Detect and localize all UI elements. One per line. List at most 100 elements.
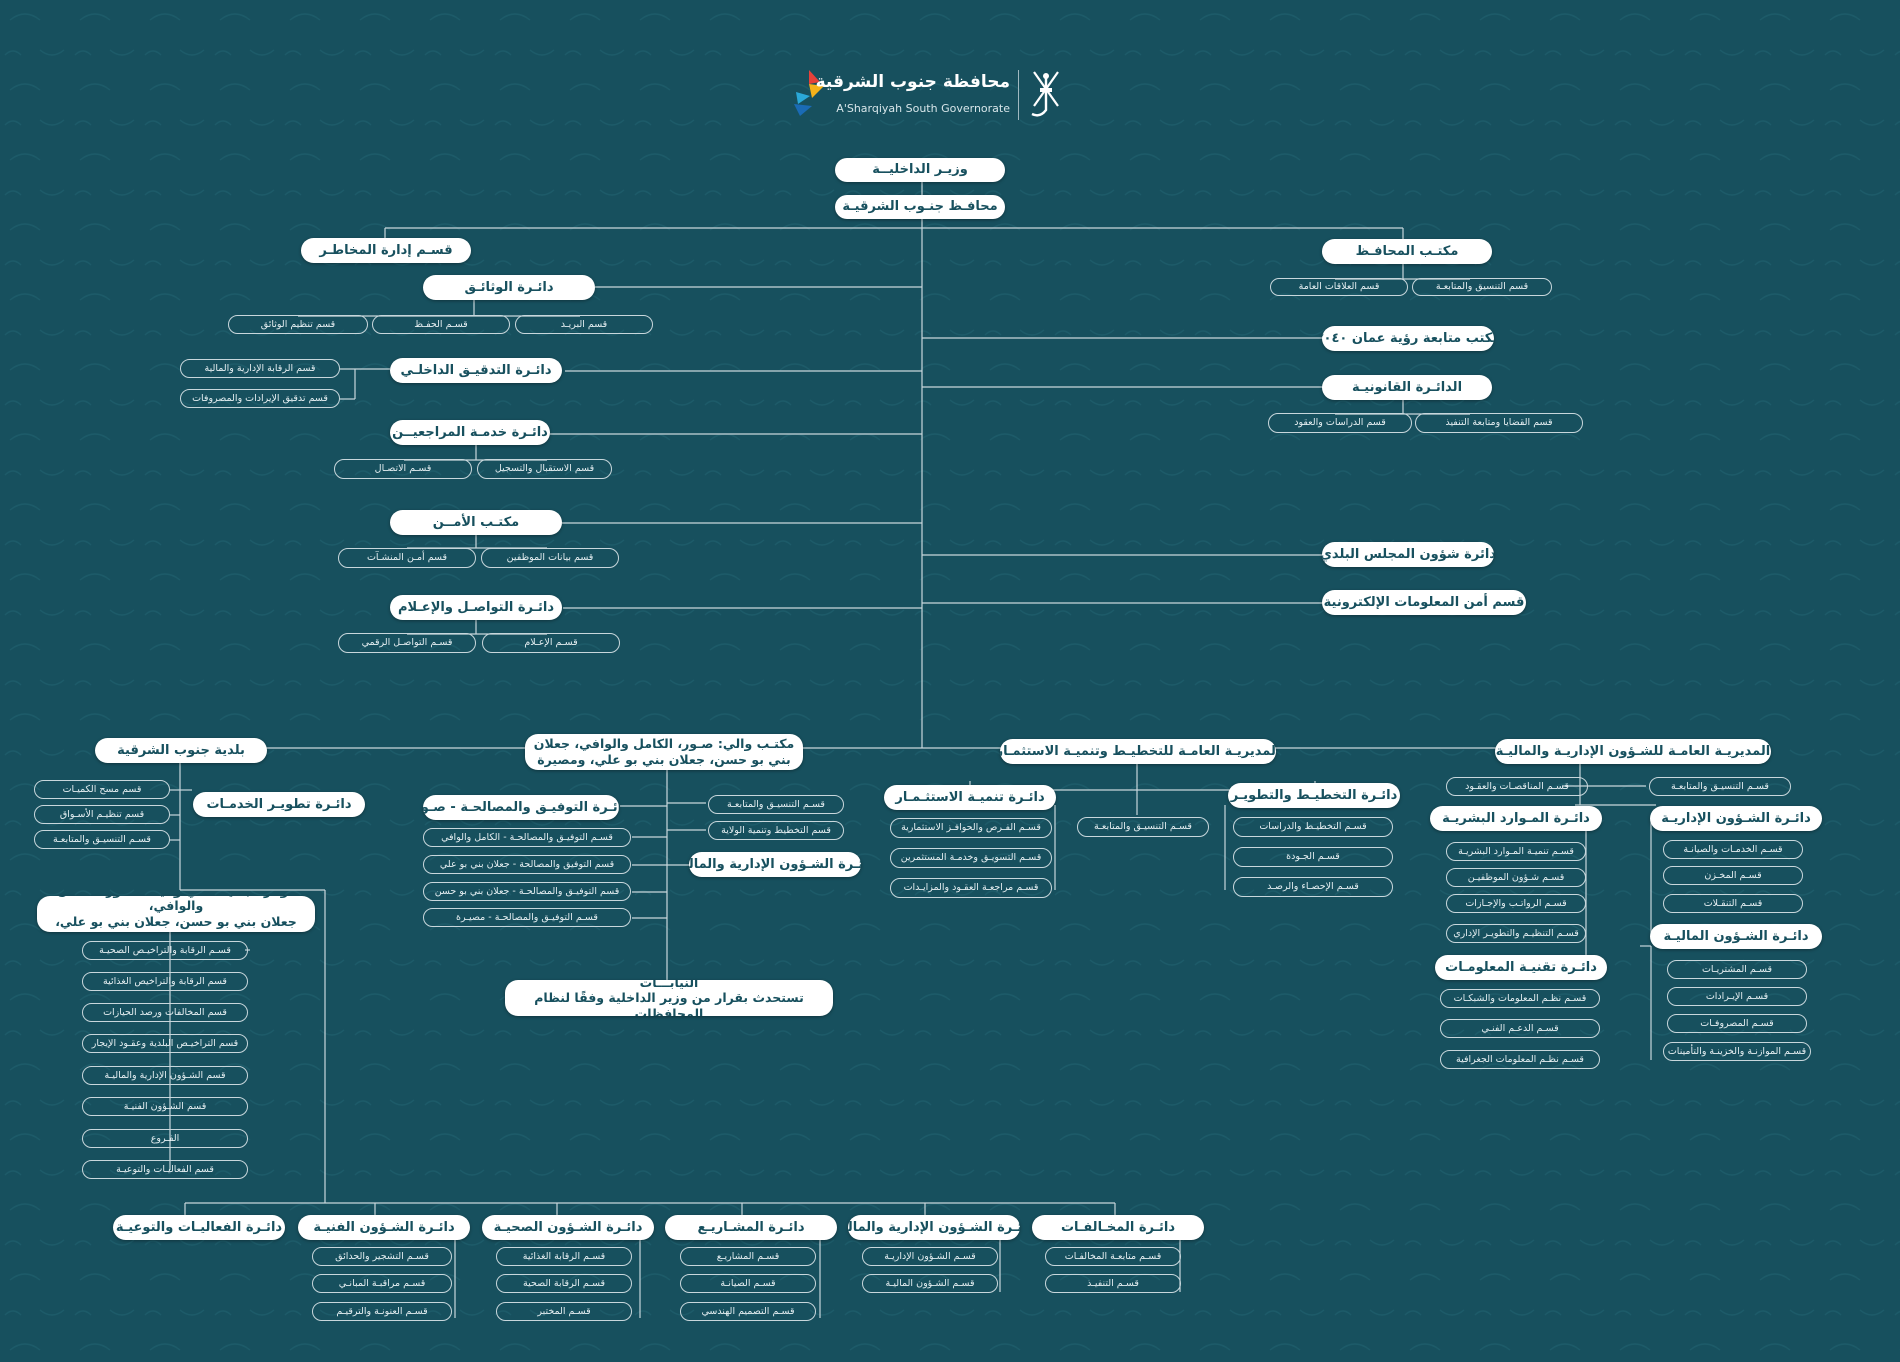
events-box: دائـرة الفعاليـات والتوعيـة <box>113 1215 285 1240</box>
media-sub-2: قسـم التواصـل الرقمي <box>338 633 476 653</box>
reconcile-sub-1: قسـم التوفيـق والمصالحـة - الكامل والواف… <box>423 828 631 847</box>
reconcile-sub-4: قسـم التوفيـق والمصالحـة - مصيـرة <box>423 908 631 927</box>
wilayat-sub-5: قسم الشـؤون الإدارية والماليـة <box>82 1066 248 1085</box>
security-sub-1: قسم بيانات الموظفين <box>481 548 619 568</box>
wali-sub-2: قسم التخطيط وتنمية الولاية <box>708 821 844 840</box>
projects-sub-2: قسـم الصيانـة <box>680 1274 816 1293</box>
finance-sub-2: قسـم الإيـرادات <box>1667 987 1807 1006</box>
technical-sub-2: قسـم مراقبـة المبانـي <box>312 1274 452 1293</box>
customer-sub-2: قسـم الاتصـال <box>334 459 472 479</box>
deputies-line-2: تستحدث بقرار من وزير الداخلية وفقًا لنظا… <box>534 990 804 1016</box>
wali-admin-fin-box: دائـرة الشـؤون الإدارية والمالية <box>689 852 861 877</box>
wilayat-line-2: جعلان بني بو حسن، جعلان بني بو علي، ومصي… <box>55 914 297 932</box>
wali-line-1: مكتـب والي: صـور، الكامل والوافي، جعلان <box>533 736 795 752</box>
health-sub-2: قسـم الرقابة الصحية <box>496 1274 632 1293</box>
planning-directorate-box: المديريـة العامـة للتخطيـط وتنميـة الاست… <box>1000 739 1276 764</box>
audit-box: دائـرة التدقيـق الداخلـي <box>390 358 562 383</box>
security-box: مكتـب الأمــن <box>390 510 562 535</box>
wilayat-sub-2: قسم الرقابة والتراخيص الغذائية <box>82 972 248 991</box>
security-sub-2: قسم أمـن المنشـآت <box>338 548 476 568</box>
planning-coord-sub: قسـم التنسيـق والمتابعـة <box>1077 817 1209 837</box>
it-sub-2: قسـم الدعـم الفنـي <box>1440 1019 1600 1038</box>
wilayat-sub-3: قسم المخالفات ورصد الحيازات <box>82 1003 248 1022</box>
violations-sub-1: قسـم متابعـة المخالفـات <box>1045 1247 1181 1266</box>
legal-sub-1: قسم القضايا ومتابعة التنفيذ <box>1415 413 1583 433</box>
investment-sub-2: قسـم التسويـق وخدمـة المستثمرين <box>890 848 1052 868</box>
investment-sub-3: قسـم مراجعـة العقـود والمزايـدات <box>890 878 1052 898</box>
oman-khanjar-emblem-icon <box>1031 71 1059 117</box>
planning-dept-box: دائـرة التخطيـط والتطويـر <box>1228 783 1400 808</box>
admin-affairs-sub-3: قسـم التنقـلات <box>1663 894 1803 913</box>
customer-sub-1: قسم الاستقبال والتسجيل <box>477 459 612 479</box>
wali-line-2: بني بو حسن، جعلان بني بو علي، ومصيرة <box>537 752 791 767</box>
admin-affairs-sub-1: قسـم الخدمـات والصيانـة <box>1663 840 1803 859</box>
finance-sub-4: قسـم الموازنـة والخزينـة والتأمينات <box>1663 1042 1811 1061</box>
governor-office-sub-1: قسم التنسيق والمتابعـة <box>1412 278 1552 296</box>
wilayat-sub-1: قسـم الرقابة والتراخيـص الصحيـة <box>82 941 248 960</box>
audit-sub-2: قسم تدقيق الإيرادات والمصروفات <box>180 389 340 408</box>
violations-sub-2: قسـم التنفيـذ <box>1045 1274 1181 1293</box>
wilayat-sub-4: قسم التراخيـص البلدية وعقـود الإيجار <box>82 1034 248 1053</box>
bottom-admin-fin-sub-2: قسـم الشـؤون الماليـة <box>862 1274 998 1293</box>
health-box: دائـرة الشـؤون الصحيـة <box>482 1215 654 1240</box>
header-logo: محافظة جنوب الشرقية A'Sharqiyah South Go… <box>790 62 1070 132</box>
health-sub-1: قسـم الرقابة الغذائية <box>496 1247 632 1266</box>
projects-sub-3: قسـم التصميم الهندسي <box>680 1302 816 1321</box>
municipality-box: بلدية جنوب الشرقية <box>95 738 267 763</box>
planning-sub-2: قسـم الجـودة <box>1233 847 1393 867</box>
violations-box: دائـرة المخـالفـات <box>1032 1215 1204 1240</box>
hr-sub-3: قسـم الرواتـب والإجـازات <box>1446 894 1586 913</box>
hr-sub-1: قسـم تنميـة المـوارد البشريـة <box>1446 842 1586 861</box>
projects-sub-1: قسـم المشاريـع <box>680 1247 816 1266</box>
it-sub-1: قسـم نظـم المعلومات والشبكـات <box>1440 989 1600 1008</box>
municipal-council-box: دائرة شؤون المجلس البلدي <box>1322 542 1494 567</box>
wilayat-sub-8: قسم الفعاليـات والتوعيـة <box>82 1160 248 1179</box>
deputies-line-1: النيابـــات <box>639 980 699 990</box>
admin-affairs-box: دائـرة الشـؤون الإداريـة <box>1650 806 1822 831</box>
health-sub-3: قسـم المختبر <box>496 1302 632 1321</box>
investment-sub-1: قسـم الفـرص والحوافـز الاستثمارية <box>890 818 1052 838</box>
hr-sub-4: قسـم التنظيـم والتطويـر الإداري <box>1446 924 1586 943</box>
hr-sub-2: قسـم شـؤون الموظفيـن <box>1446 868 1586 887</box>
technical-sub-3: قسـم العنونـة والترقيـم <box>312 1302 452 1321</box>
wali-office-box: مكتـب والي: صـور، الكامل والوافي، جعلان … <box>525 734 803 770</box>
minister-box: وزيـر الداخليــة <box>835 158 1005 182</box>
header-title-ar: محافظة جنوب الشرقية <box>815 72 1010 92</box>
technical-sub-1: قسـم التشجير والحدائق <box>312 1247 452 1266</box>
vision-office-box: مكتب متابعة رؤية عمان ٢٠٤٠ <box>1322 326 1494 351</box>
municipality-sub-1: قسم مسح الكميـات <box>34 780 170 799</box>
wilayat-sub-7: الفـروع <box>82 1129 248 1148</box>
it-sub-3: قسـم نظـم المعلومات الجغرافية <box>1440 1050 1600 1069</box>
documents-sub-2: قسـم الحفـظ <box>372 315 510 334</box>
documents-box: دائـرة الوثائـق <box>423 275 595 300</box>
planning-sub-3: قسـم الإحصـاء والرصـد <box>1233 877 1393 897</box>
documents-sub-3: قسم تنظيم الوثائق <box>228 315 368 334</box>
bottom-admin-fin-box: دائـرة الشـؤون الإدارية والمالية <box>848 1215 1020 1240</box>
hr-box: دائـرة المـوارد البشريـة <box>1430 806 1602 831</box>
header-divider <box>1018 70 1019 120</box>
projects-box: دائـرة المشـاريـع <box>665 1215 837 1240</box>
wilayat-municipalities-box: دوائر البلديات في ولايات: صور، الكامل وا… <box>37 896 315 932</box>
documents-sub-1: قسم البريـد <box>515 315 653 334</box>
reconcile-sub-2: قسم التوفيق والمصالحة - جعلان بني بو علي <box>423 855 631 874</box>
investment-box: دائـرة تنميـة الاستثـمـار <box>884 785 1056 810</box>
audit-sub-1: قسم الرقابة الإدارية والمالية <box>180 359 340 378</box>
services-box: دائـرة تطويـر الخدمـات <box>193 792 365 817</box>
admin-affairs-sub-2: قسـم المخـزن <box>1663 866 1803 885</box>
risk-box: قسـم إدارة المخاطـر <box>301 238 471 263</box>
finance-sub-3: قسـم المصروفـات <box>1667 1014 1807 1033</box>
reconcile-sub-3: قسم التوفيـق والمصالحـة - جعلان بني بو ح… <box>423 882 631 901</box>
it-box: دائـرة تقنيـة المعلومـات <box>1435 955 1607 980</box>
governor-box: محافـظ جنـوب الشرقيـة <box>835 195 1005 219</box>
wilayat-sub-6: قسم الشـؤون الفنيـة <box>82 1097 248 1116</box>
admin-top-sub-1: قسـم التنسيـق والمتابعـة <box>1649 777 1791 796</box>
deputies-box: النيابـــات تستحدث بقرار من وزير الداخلي… <box>505 980 833 1016</box>
governor-office-sub-2: قسم العلاقات العامة <box>1270 278 1408 296</box>
info-security-box: قسم أمن المعلومات الإلكترونية <box>1322 590 1526 615</box>
admin-directorate-box: المديريـة العامـة للشـؤون الإداريـة والم… <box>1495 739 1771 764</box>
finance-box: دائـرة الشـؤون الماليـة <box>1650 924 1822 949</box>
customer-box: دائـرة خدمـة المراجعيــن <box>390 420 550 445</box>
legal-box: الدائـرة القانونيـة <box>1322 375 1492 400</box>
reconcile-box: دائـرة التوفيـق والمصالحـة - صـور <box>423 795 619 820</box>
